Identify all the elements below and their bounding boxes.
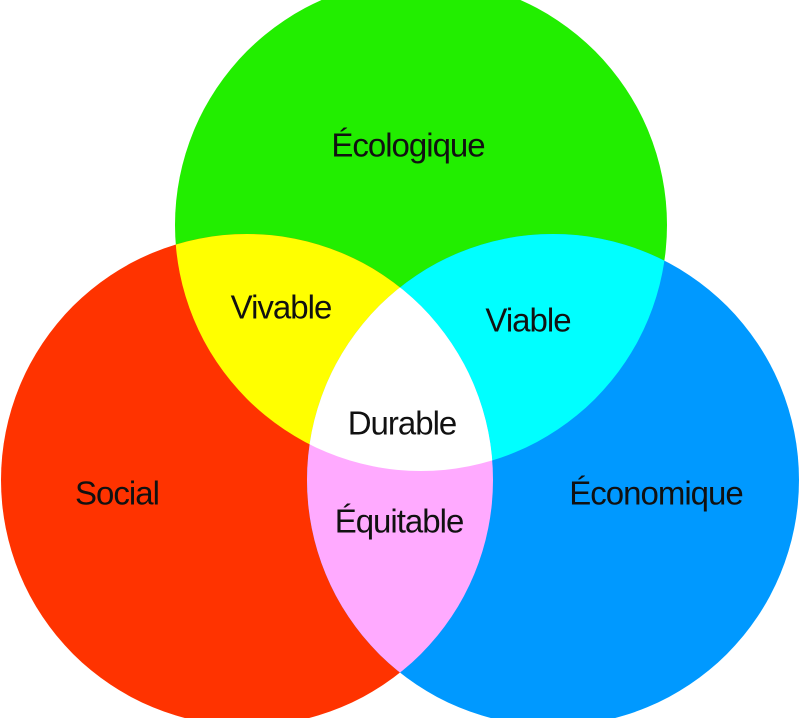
label-equitable: Équitable — [335, 503, 464, 540]
label-vivable: Vivable — [231, 289, 332, 326]
label-social: Social — [75, 475, 159, 512]
label-durable: Durable — [348, 405, 457, 442]
label-ecologique: Écologique — [331, 127, 484, 164]
label-viable: Viable — [485, 302, 570, 339]
label-economique: Économique — [569, 475, 742, 512]
region-durable — [307, 234, 493, 471]
